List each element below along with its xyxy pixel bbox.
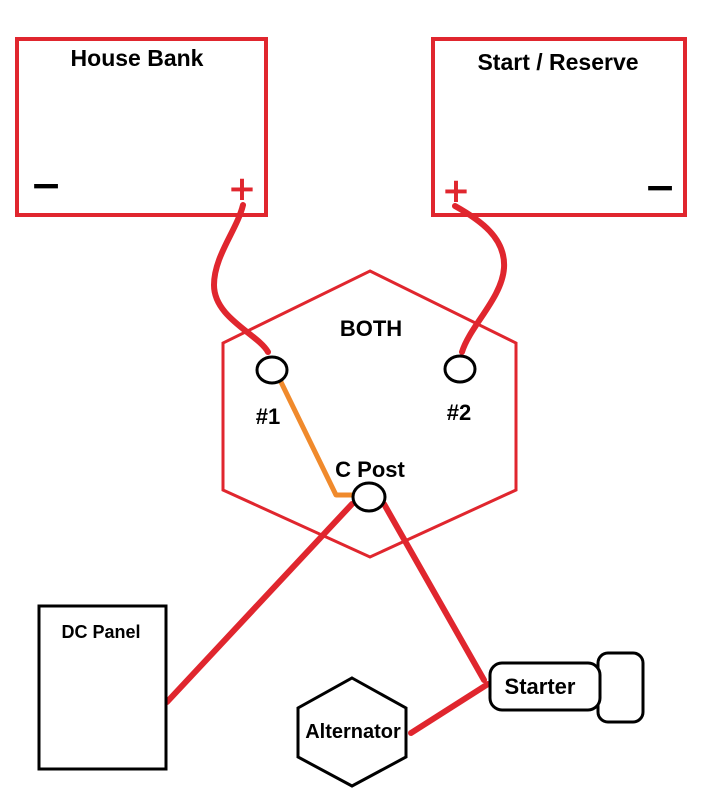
dc-panel-label: DC Panel: [61, 622, 140, 642]
alternator-label: Alternator: [305, 721, 401, 743]
house-bank-label: House Bank: [71, 45, 204, 71]
wire-alternator-to-starter: [408, 681, 491, 736]
wire-start-positive-to-post2: [452, 203, 508, 355]
starter-body: [488, 661, 602, 712]
start-reserve-negative-terminal: −: [644, 165, 676, 209]
starter-solenoid-body: [596, 651, 645, 724]
switch-both-label: BOTH: [340, 316, 402, 341]
post-2-label: #2: [447, 400, 471, 425]
wire-common-to-dc-panel: [164, 501, 355, 705]
start-reserve-box: [431, 37, 687, 217]
alternator-body: [296, 676, 408, 788]
house-bank-box: [15, 37, 268, 217]
starter-label: Starter: [505, 674, 576, 699]
dc-panel-box: [37, 604, 168, 771]
post-1-label: #1: [256, 404, 280, 429]
start-reserve-label: Start / Reserve: [477, 49, 638, 75]
start-reserve-battery: Start / Reserve + −: [431, 37, 687, 217]
wire-common-to-starter: [381, 501, 487, 683]
common-post-terminal: [351, 481, 387, 513]
wire-house-positive-to-post1: [210, 202, 271, 355]
battery-switch-body: [221, 269, 518, 559]
house-bank-battery: House Bank − +: [15, 37, 268, 217]
common-post-label: C Post: [335, 457, 405, 482]
post-1-terminal: [255, 355, 289, 385]
wire-post1-to-common: [277, 377, 361, 498]
post-2-terminal: [443, 354, 477, 384]
house-bank-negative-terminal: −: [30, 163, 62, 207]
